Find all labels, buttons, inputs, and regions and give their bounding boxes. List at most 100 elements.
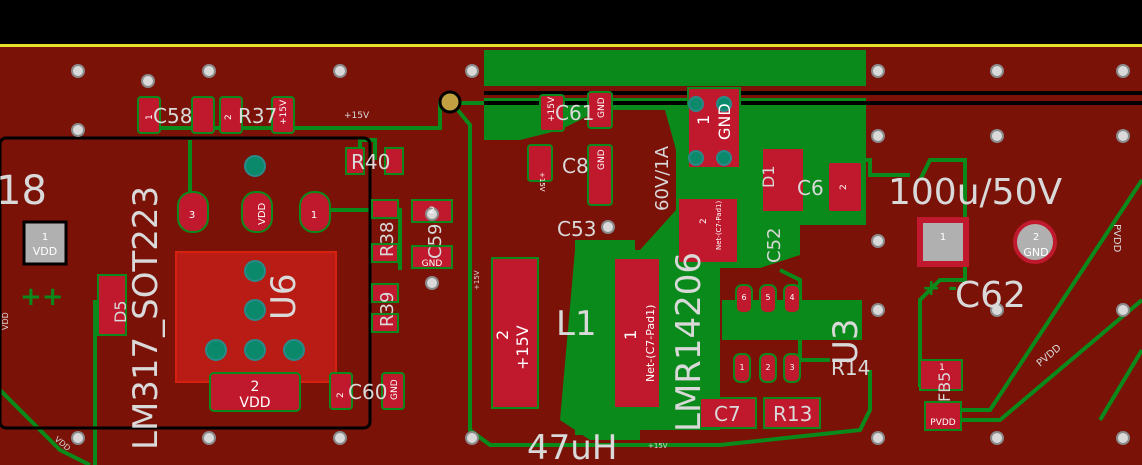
pad-num: 1 bbox=[145, 114, 155, 120]
main-via bbox=[438, 90, 462, 114]
via bbox=[990, 64, 1004, 78]
via bbox=[990, 303, 1004, 317]
net-pvdd-edge: PVDD bbox=[1111, 224, 1122, 253]
via bbox=[333, 431, 347, 445]
via bbox=[990, 431, 1004, 445]
via bbox=[1116, 64, 1130, 78]
rating-label: 60V/1A bbox=[652, 145, 673, 211]
pad-num: 2 bbox=[429, 206, 435, 216]
r37-ref: R37 bbox=[238, 104, 277, 128]
u18-ref: 18 bbox=[0, 168, 47, 214]
pad-num: 1 bbox=[940, 232, 946, 243]
via bbox=[871, 431, 885, 445]
pad-num: 2 bbox=[493, 330, 512, 340]
pad-labels: 1 VDD 1 2 GND 2 VDD 2 +15V 1 Net-(C7-Pad… bbox=[33, 96, 1049, 428]
via bbox=[871, 64, 885, 78]
r40-ref: R40 bbox=[351, 150, 390, 174]
c60-ref: C60 bbox=[348, 380, 387, 404]
canvas-background bbox=[0, 0, 1142, 44]
pad-net: +15V bbox=[547, 96, 557, 122]
pad-num: 2 bbox=[224, 114, 234, 120]
via bbox=[71, 431, 85, 445]
via bbox=[425, 276, 439, 290]
c59-ref: C59 bbox=[425, 224, 446, 259]
c8-ref: C8 bbox=[562, 154, 589, 178]
pad-net: Net-(C7-Pad1) bbox=[644, 305, 657, 382]
net-vdd-edge: VDD bbox=[1, 312, 10, 330]
via bbox=[71, 64, 85, 78]
net-15v-bottom: +15V bbox=[648, 442, 668, 450]
thermal-vias bbox=[205, 96, 732, 361]
net-pvdd-trace: PVDD bbox=[1035, 343, 1064, 370]
pad-num: 3 bbox=[189, 210, 195, 221]
c52-ref: C52 bbox=[764, 228, 785, 263]
net-15v-vertical: +15V bbox=[473, 270, 481, 290]
via-array bbox=[71, 64, 1130, 445]
pad-num: 2 bbox=[839, 184, 849, 190]
pad-num: 1 bbox=[939, 363, 945, 373]
net-15v-label: +15V bbox=[344, 111, 370, 121]
pad-num: 3 bbox=[789, 363, 794, 372]
via bbox=[333, 64, 347, 78]
pad-net: GND bbox=[715, 103, 734, 140]
c53-ref: C53 bbox=[557, 217, 596, 241]
r13-ref: R13 bbox=[773, 402, 812, 426]
c62-pad-1[interactable] bbox=[917, 217, 969, 267]
pad-num: 1 bbox=[739, 363, 744, 372]
pad-num: 2 bbox=[251, 379, 260, 395]
pad-num: 1 bbox=[694, 115, 713, 125]
pad-net: VDD bbox=[257, 202, 268, 225]
via bbox=[871, 303, 885, 317]
via bbox=[871, 129, 885, 143]
c62-polarity: + - bbox=[922, 276, 957, 301]
pad-num: 4 bbox=[789, 293, 794, 302]
via bbox=[71, 123, 85, 137]
r39-ref: R39 bbox=[377, 292, 398, 327]
pad-net: +15V bbox=[538, 172, 546, 192]
c6-ref: C6 bbox=[797, 176, 824, 200]
pad-num: 2 bbox=[336, 392, 346, 398]
via bbox=[601, 220, 615, 234]
pad-net: GND bbox=[422, 259, 443, 269]
pad-net: GND bbox=[597, 97, 607, 118]
pad-net: VDD bbox=[33, 245, 57, 258]
board-edge-cut bbox=[0, 44, 1142, 47]
silkscreen: 18 C58 R37 +15V R40 U6 LM317_SOT223 D5 R… bbox=[0, 101, 1122, 465]
pad-num: 2 bbox=[699, 218, 709, 224]
pad-net: VDD bbox=[239, 395, 270, 411]
via bbox=[465, 64, 479, 78]
d5-ref: D5 bbox=[111, 301, 130, 324]
fb5-ref: FB5 bbox=[935, 372, 954, 402]
via bbox=[1116, 129, 1130, 143]
via bbox=[202, 64, 216, 78]
c61-ref: C61 bbox=[555, 101, 594, 125]
r38-ref: R38 bbox=[377, 222, 398, 257]
pad-num: 5 bbox=[765, 293, 770, 302]
d1-ref: D1 bbox=[759, 166, 778, 189]
pad-num: 2 bbox=[765, 363, 770, 372]
u3-ref: U3 bbox=[826, 318, 866, 365]
l1-ref: L1 bbox=[556, 304, 597, 344]
pad-num: 1 bbox=[311, 210, 317, 221]
via bbox=[1116, 303, 1130, 317]
via bbox=[465, 431, 479, 445]
vdd-test-pad[interactable] bbox=[22, 220, 68, 266]
pad-net: GND bbox=[1023, 246, 1048, 259]
c62-pad-2[interactable] bbox=[1013, 220, 1057, 264]
cap-value-label: 100u/50V bbox=[888, 172, 1062, 213]
c62-ref: C62 bbox=[955, 275, 1026, 316]
polarity-marks: ++ bbox=[20, 282, 64, 312]
pad-net: PVDD bbox=[930, 418, 956, 428]
pad-net: Net-(C7-Pad1) bbox=[715, 200, 723, 250]
pads[interactable] bbox=[97, 87, 963, 431]
u6-ref: U6 bbox=[264, 273, 304, 320]
pad-num: 6 bbox=[741, 293, 746, 302]
pad-net: GND bbox=[390, 379, 400, 400]
l1-value: 47uH bbox=[527, 428, 617, 465]
via bbox=[202, 431, 216, 445]
r14-ref: R14 bbox=[831, 356, 870, 380]
pad-num: 2 bbox=[1033, 232, 1039, 243]
via bbox=[1116, 431, 1130, 445]
